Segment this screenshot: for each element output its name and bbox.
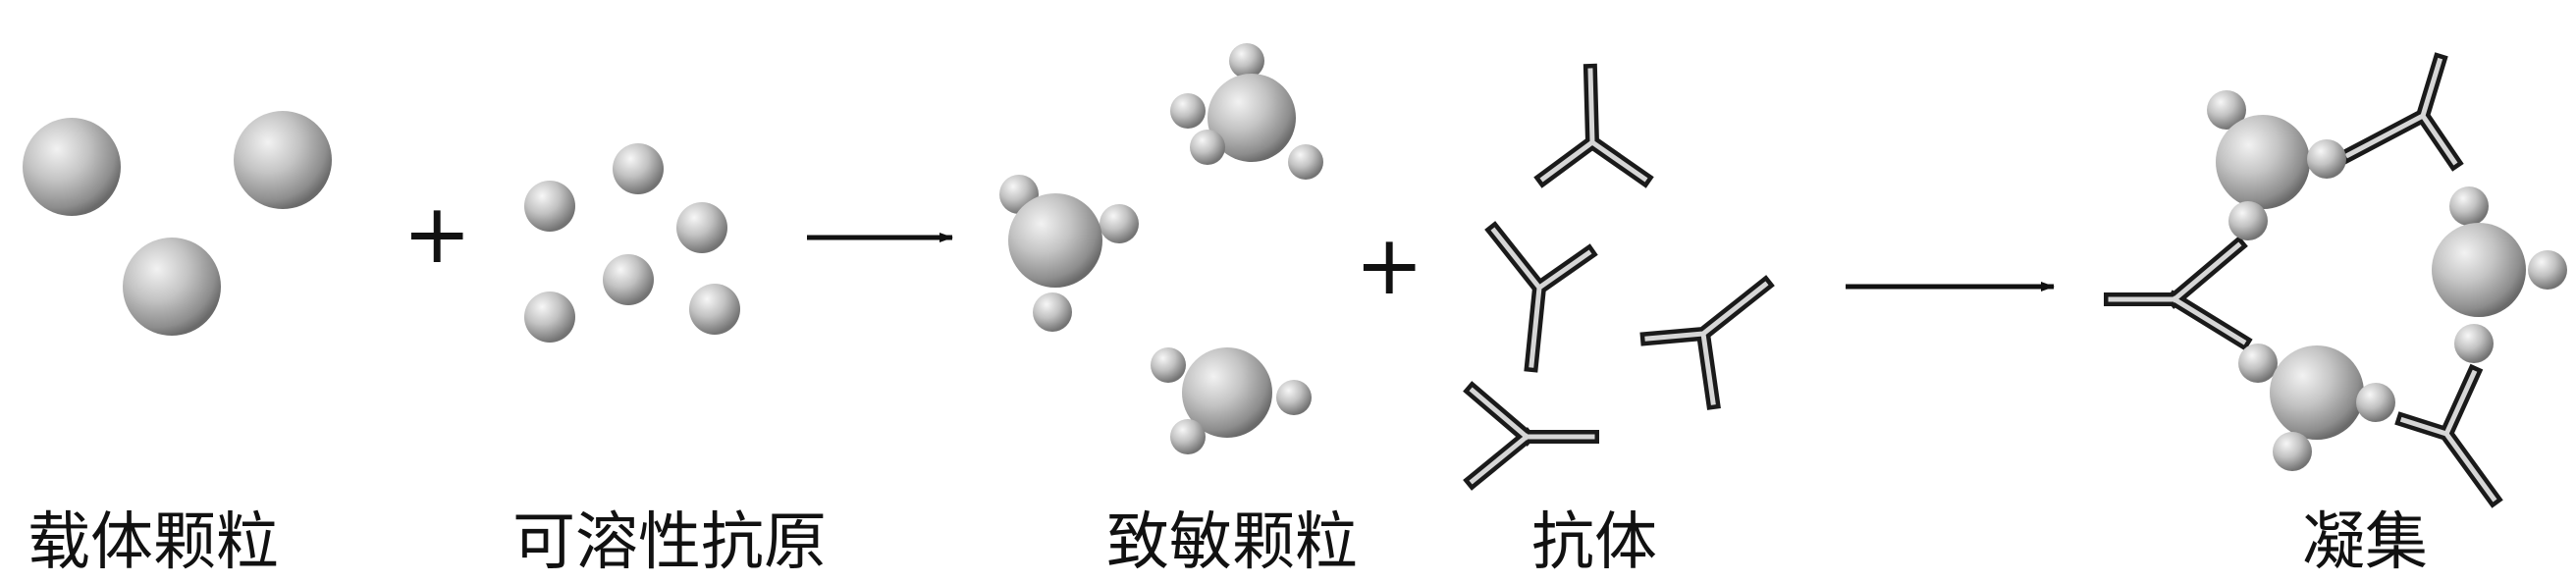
plus-sign: + xyxy=(1355,217,1424,313)
agglutination-antibody xyxy=(2104,236,2253,351)
agglutination-antibody xyxy=(2394,363,2503,508)
soluble-antigens-group xyxy=(524,143,740,343)
label-soluble-antigen: 可溶性抗原 xyxy=(512,506,827,579)
label-sensitized-particles: 致敏颗粒 xyxy=(1106,506,1358,579)
antibodies-group xyxy=(1463,63,1775,491)
label-antibody: 抗体 xyxy=(1531,506,1657,579)
antibody xyxy=(1639,275,1775,410)
antigen-particle xyxy=(689,284,740,335)
sensitized-particles-group xyxy=(999,43,1323,454)
antigen-particle xyxy=(524,181,575,232)
agglutination-complex xyxy=(2104,52,2567,508)
agglutinated-particle xyxy=(2432,186,2567,363)
antibody xyxy=(1463,381,1599,491)
antigen-particle xyxy=(603,254,654,305)
carrier-particles-group xyxy=(23,111,332,336)
antibody xyxy=(1484,221,1598,373)
agglutinated-particle xyxy=(2238,344,2395,471)
label-agglutination: 凝集 xyxy=(2302,506,2428,579)
carrier-particle xyxy=(23,118,121,216)
sensitized-particle xyxy=(1151,347,1312,454)
antigen-particle xyxy=(524,292,575,343)
plus-sign: + xyxy=(402,186,472,282)
agglutination-antibody xyxy=(2338,52,2464,172)
sensitized-particle xyxy=(1170,43,1323,180)
carrier-particle xyxy=(123,238,221,336)
antigen-particle xyxy=(676,202,727,253)
label-carrier-particles: 载体颗粒 xyxy=(27,506,279,579)
sensitized-particle xyxy=(999,175,1139,332)
antibody xyxy=(1533,63,1654,188)
carrier-particle xyxy=(234,111,332,209)
antigen-particle xyxy=(613,143,664,194)
agglutinated-particle xyxy=(2207,90,2346,240)
